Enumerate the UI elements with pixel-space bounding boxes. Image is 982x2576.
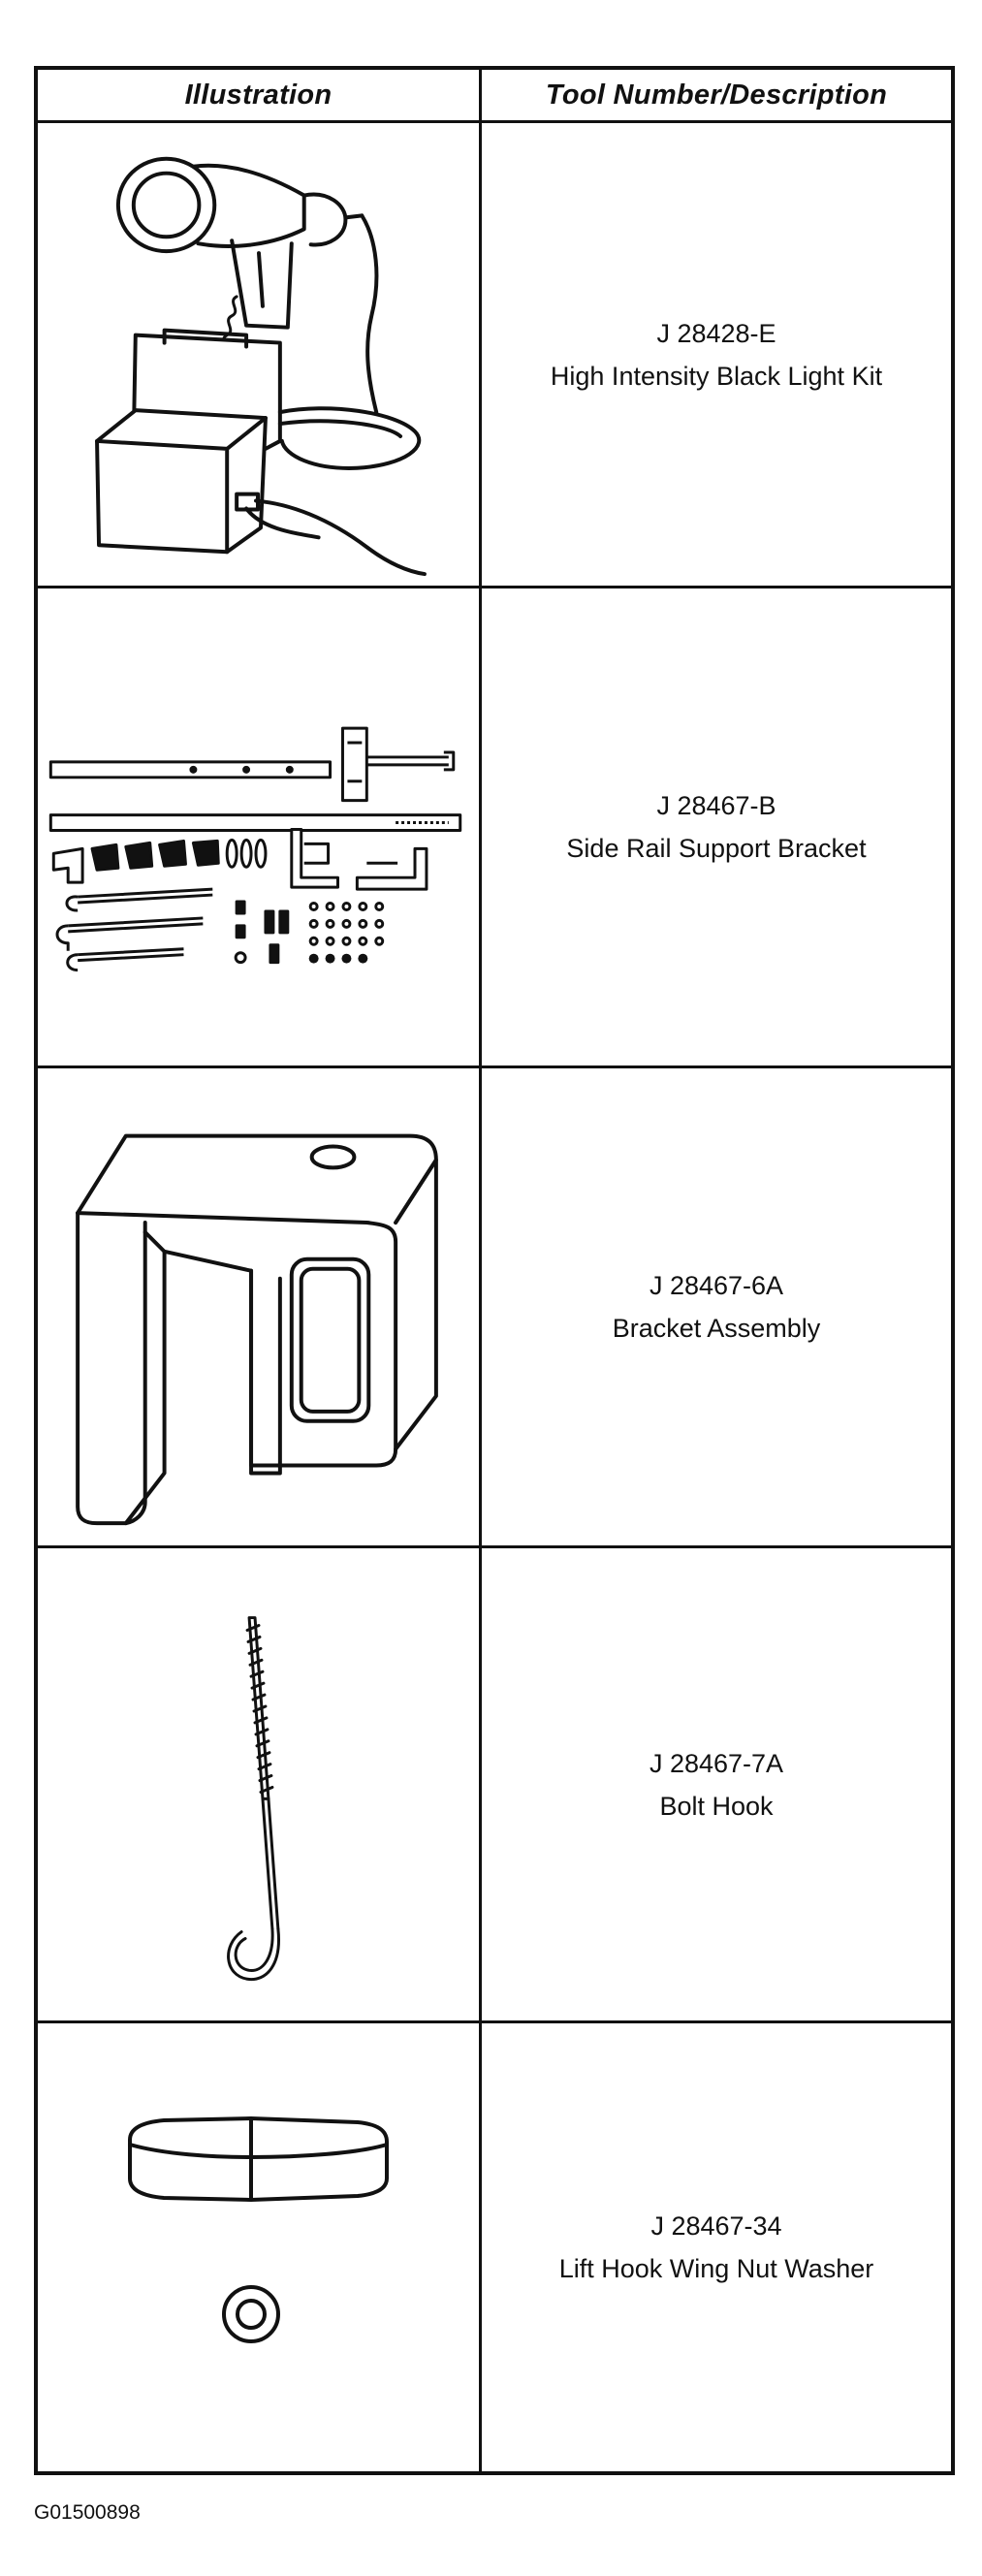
- tool-description: Bracket Assembly: [612, 1314, 821, 1343]
- tool-description-cell: J 28428-E High Intensity Black Light Kit: [482, 123, 951, 586]
- tool-description-cell: J 28467-34 Lift Hook Wing Nut Washer: [482, 2023, 951, 2471]
- table-header: Illustration Tool Number/Description: [38, 70, 951, 123]
- tool-description-cell: J 28467-7A Bolt Hook: [482, 1548, 951, 2020]
- tool-number: J 28467-B: [656, 791, 776, 820]
- tool-description-cell: J 28467-6A Bracket Assembly: [482, 1068, 951, 1545]
- tool-number: J 28467-7A: [649, 1748, 784, 1778]
- header-tool-number-description: Tool Number/Description: [545, 79, 888, 111]
- table-row: J 28467-34 Lift Hook Wing Nut Washer: [38, 2023, 951, 2471]
- figure-code: G01500898: [34, 2501, 141, 2524]
- tool-number: J 28467-6A: [649, 1271, 784, 1300]
- side-rail-support-bracket-illustration: [38, 588, 479, 1065]
- tool-number: J 28467-34: [650, 2211, 782, 2241]
- tool-description-cell: J 28467-B Side Rail Support Bracket: [482, 588, 951, 1065]
- wing-nut-washer-illustration: [38, 2023, 479, 2471]
- header-illustration: Illustration: [184, 79, 333, 111]
- tool-description: Side Rail Support Bracket: [566, 834, 867, 863]
- tool-description: Lift Hook Wing Nut Washer: [558, 2254, 874, 2283]
- black-light-kit-illustration: [38, 123, 479, 586]
- table-row: J 28428-E High Intensity Black Light Kit: [38, 123, 951, 588]
- column-divider: [479, 70, 482, 2471]
- bracket-assembly-illustration: [38, 1068, 479, 1545]
- table-row: J 28467-7A Bolt Hook: [38, 1548, 951, 2023]
- special-tools-table: Illustration Tool Number/Description: [34, 66, 955, 2475]
- tool-description: High Intensity Black Light Kit: [550, 361, 883, 391]
- tool-number: J 28428-E: [656, 318, 776, 348]
- table-row: J 28467-B Side Rail Support Bracket: [38, 588, 951, 1068]
- bolt-hook-illustration: [38, 1548, 479, 2020]
- table-row: J 28467-6A Bracket Assembly: [38, 1068, 951, 1548]
- tool-description: Bolt Hook: [659, 1791, 774, 1821]
